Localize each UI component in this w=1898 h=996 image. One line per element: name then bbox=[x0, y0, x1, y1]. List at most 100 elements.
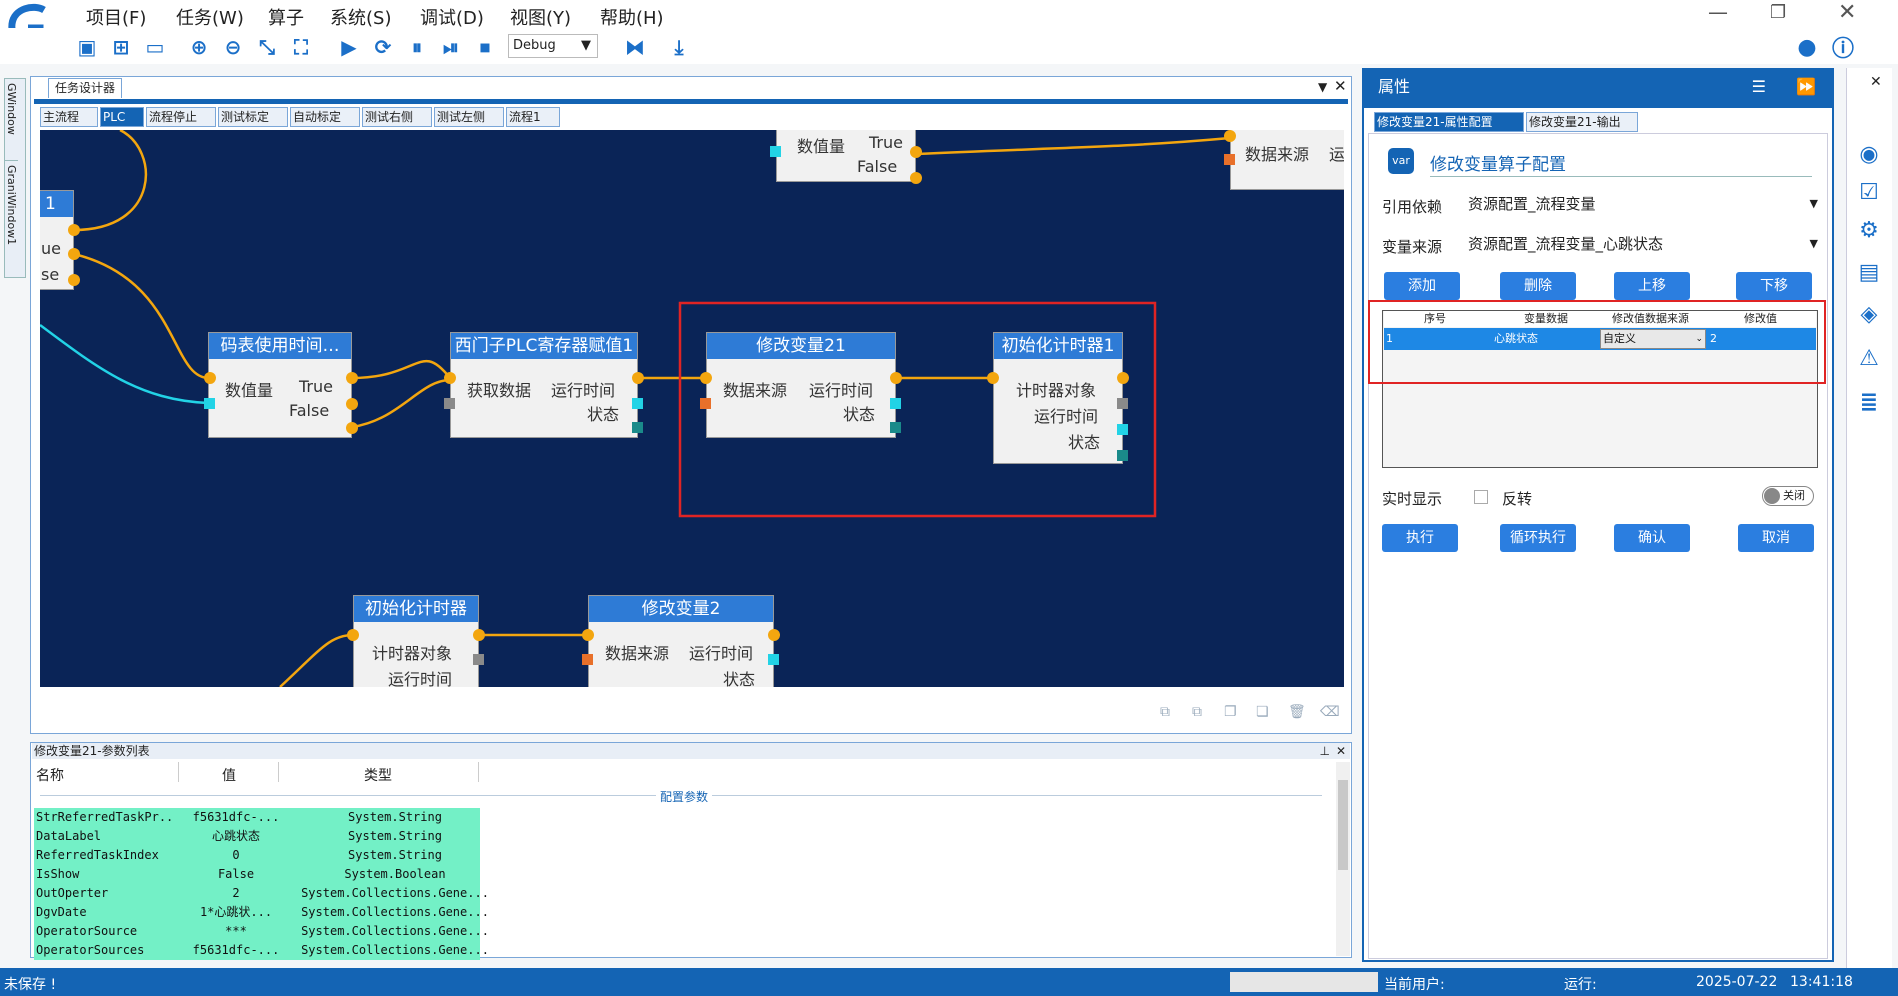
menu-task[interactable]: 任务(W) bbox=[176, 8, 244, 29]
run-icon[interactable]: ▶ bbox=[341, 35, 357, 59]
checklist-icon[interactable]: ☑ bbox=[1859, 180, 1879, 205]
stop-icon[interactable]: ⏹ bbox=[480, 35, 490, 59]
flow-canvas[interactable]: 1 ue se 码表使用时间… 数值量 True False 西门子PLC寄存器… bbox=[40, 130, 1344, 687]
node-modify-variable-2[interactable]: 修改变量2 数据来源 运行时间 状态 bbox=[588, 595, 774, 687]
date-text: 2025-07-22 bbox=[1696, 974, 1778, 990]
tab-test-calibrate[interactable]: 测试标定 bbox=[218, 107, 288, 127]
tab-main-flow[interactable]: 主流程 bbox=[40, 107, 98, 127]
node-siemens-plc-write[interactable]: 西门子PLC寄存器赋值1 获取数据 运行时间 状态 bbox=[450, 332, 638, 438]
source-select[interactable]: 自定义⌄ bbox=[1600, 329, 1706, 349]
param-type: System.String bbox=[348, 829, 442, 843]
param-row[interactable]: OperatorSource***System.Collections.Gene… bbox=[34, 922, 489, 941]
debug-select[interactable]: Debug▼ bbox=[508, 34, 598, 58]
sidebar-close-icon[interactable]: ✕ bbox=[1870, 74, 1882, 90]
delete-icon[interactable]: 🗑 bbox=[1288, 704, 1306, 720]
fit-icon[interactable]: ⤡ bbox=[259, 35, 275, 59]
clear-icon[interactable]: ⌫ bbox=[1320, 704, 1340, 720]
execute-button[interactable]: 执行 bbox=[1382, 524, 1458, 552]
tab-flow-stop[interactable]: 流程停止 bbox=[146, 107, 216, 127]
node-modify-variable-21[interactable]: 修改变量21 数据来源 运行时间 状态 bbox=[706, 332, 896, 438]
reverse-checkbox[interactable] bbox=[1474, 490, 1488, 504]
cancel-button[interactable]: 取消 bbox=[1738, 524, 1814, 552]
tab-flow1[interactable]: 流程1 bbox=[506, 107, 560, 127]
minimize-button[interactable]: — bbox=[1708, 0, 1728, 24]
clone-icon[interactable]: ❏ bbox=[1256, 704, 1269, 720]
node-partial-left[interactable]: 1 ue se bbox=[40, 190, 74, 290]
panel-close-icon[interactable]: ✕ bbox=[1334, 77, 1347, 95]
realtime-toggle[interactable]: 关闭 bbox=[1762, 486, 1814, 506]
tab-auto-calibrate[interactable]: 自动标定 bbox=[290, 107, 360, 127]
step-icon[interactable]: ⏯ bbox=[443, 35, 459, 59]
confirm-button[interactable]: 确认 bbox=[1614, 524, 1690, 552]
param-list-title: 修改变量21-参数列表 ⊥✕ bbox=[32, 743, 1350, 759]
menu-view[interactable]: 视图(Y) bbox=[510, 8, 572, 29]
menu-project[interactable]: 项目(F) bbox=[86, 8, 147, 29]
download-icon[interactable]: ⤓ bbox=[674, 35, 684, 59]
info-icon[interactable]: ⓘ bbox=[1831, 37, 1854, 62]
props-tab-config[interactable]: 修改变量21-属性配置 bbox=[1374, 112, 1524, 132]
open-folder-icon[interactable]: ▭ bbox=[145, 35, 165, 59]
side-tab-graniwindow[interactable]: GraniWindow1 bbox=[5, 165, 18, 246]
param-name: DataLabel bbox=[36, 829, 102, 843]
menu-help[interactable]: 帮助(H) bbox=[600, 8, 664, 29]
zoom-in-icon[interactable]: ⊕ bbox=[190, 35, 208, 59]
target-icon[interactable]: ◉ bbox=[1859, 142, 1879, 167]
add-button[interactable]: 添加 bbox=[1384, 272, 1460, 300]
new-icon[interactable]: ⊞ bbox=[112, 35, 130, 59]
user-icon[interactable]: ● bbox=[1797, 34, 1817, 60]
zoom-out-icon[interactable]: ⊖ bbox=[224, 35, 242, 59]
side-tab-gwindow[interactable]: GWindow bbox=[5, 79, 18, 161]
ref-select[interactable]: 资源配置_流程变量▼ bbox=[1464, 192, 1822, 216]
collapse-icon[interactable]: ⏩ bbox=[1796, 77, 1816, 96]
restore-button[interactable]: ❐ bbox=[1770, 2, 1787, 23]
save-icon[interactable]: ▣ bbox=[77, 35, 97, 59]
node-top-value[interactable]: 数值量 True False bbox=[776, 130, 916, 182]
copy-icon[interactable]: ⧉ bbox=[1160, 704, 1170, 720]
tab-test-left[interactable]: 测试左侧 bbox=[434, 107, 504, 127]
move-up-button[interactable]: 上移 bbox=[1614, 272, 1690, 300]
move-down-button[interactable]: 下移 bbox=[1736, 272, 1812, 300]
menu-operator[interactable]: 算子 bbox=[268, 8, 304, 29]
layers-icon[interactable]: ◈ bbox=[1860, 302, 1878, 327]
param-close-icon[interactable]: ✕ bbox=[1335, 744, 1346, 758]
node-top-right-partial[interactable]: 数据来源 运 bbox=[1230, 130, 1344, 190]
node-stopwatch-time[interactable]: 码表使用时间… 数值量 True False bbox=[208, 332, 352, 438]
designer-tab[interactable]: 任务设计器 bbox=[48, 78, 123, 98]
paste-icon[interactable]: ⧉ bbox=[1192, 704, 1202, 720]
param-scrollbar[interactable] bbox=[1336, 762, 1350, 956]
group-label: 配置参数 bbox=[656, 788, 713, 805]
menu-lines-icon[interactable]: ≣ bbox=[1859, 390, 1879, 415]
table-icon[interactable]: ▤ bbox=[1858, 260, 1880, 285]
unsaved-status: 未保存 ! bbox=[4, 977, 57, 993]
pause-icon[interactable]: ⏸ bbox=[412, 35, 422, 59]
tab-plc[interactable]: PLC bbox=[100, 107, 144, 127]
param-row[interactable]: StrReferredTaskPr...f5631dfc-...System.S… bbox=[34, 808, 480, 827]
src-select[interactable]: 资源配置_流程变量_心跳状态▼ bbox=[1464, 232, 1822, 256]
node-init-timer-1[interactable]: 初始化计时器1 计时器对象 运行时间 状态 bbox=[993, 332, 1123, 464]
delete-button[interactable]: 删除 bbox=[1500, 272, 1576, 300]
list-icon[interactable]: ☰ bbox=[1751, 77, 1766, 96]
close-button[interactable]: ✕ bbox=[1838, 0, 1857, 25]
node-init-timer[interactable]: 初始化计时器 计时器对象 运行时间 bbox=[353, 595, 479, 687]
settings-list-icon[interactable]: ⚙ bbox=[1859, 218, 1879, 243]
loop-execute-button[interactable]: 循环执行 bbox=[1500, 524, 1576, 552]
panel-menu-icon[interactable]: ▼ bbox=[1318, 80, 1328, 94]
split-icon[interactable]: ⧓ bbox=[625, 35, 645, 59]
fullscreen-icon[interactable]: ⛶ bbox=[294, 35, 308, 59]
tab-test-right[interactable]: 测试右侧 bbox=[362, 107, 432, 127]
props-tab-output[interactable]: 修改变量21-输出 bbox=[1526, 112, 1638, 132]
param-type: System.Collections.Gene... bbox=[301, 886, 489, 900]
grid-row[interactable]: 1 心跳状态 自定义⌄ 2 bbox=[1384, 328, 1816, 350]
duplicate-icon[interactable]: ❐ bbox=[1224, 704, 1237, 720]
loop-icon[interactable]: ⟳ bbox=[374, 35, 392, 59]
menu-debug[interactable]: 调试(D) bbox=[420, 8, 484, 29]
pin-icon[interactable]: ⊥ bbox=[1319, 744, 1330, 758]
menu-system[interactable]: 系统(S) bbox=[330, 8, 392, 29]
warning-icon[interactable]: ⚠ bbox=[1859, 346, 1879, 371]
